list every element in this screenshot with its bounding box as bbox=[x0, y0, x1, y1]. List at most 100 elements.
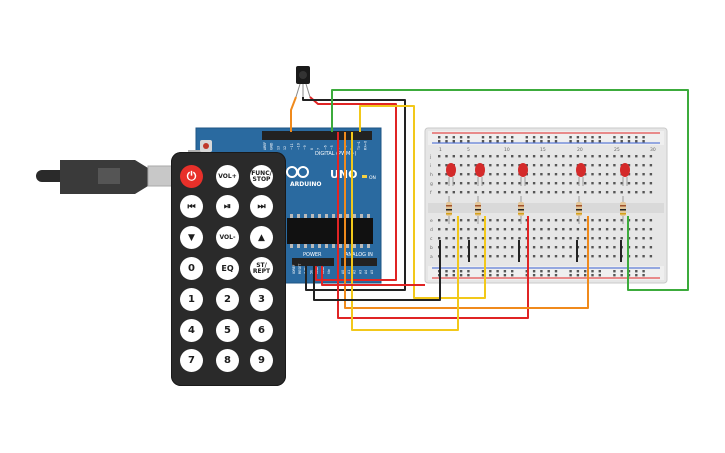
breadboard-hole bbox=[576, 237, 580, 240]
digit-0-button[interactable]: 0 bbox=[180, 257, 203, 280]
breadboard-hole bbox=[511, 191, 514, 194]
breadboard-rail-hole bbox=[459, 136, 463, 139]
breadboard-hole bbox=[481, 255, 485, 258]
breadboard-hole bbox=[562, 173, 565, 176]
breadboard-hole bbox=[642, 246, 645, 249]
breadboard-hole bbox=[613, 237, 616, 240]
breadboard-hole bbox=[547, 191, 550, 194]
breadboard-rail-hole bbox=[511, 270, 514, 273]
pin-label: GND bbox=[270, 142, 274, 150]
breadboard-hole bbox=[605, 255, 609, 258]
digit-2-button[interactable]: 2 bbox=[216, 288, 239, 311]
eq-button[interactable]: EQ bbox=[216, 257, 239, 280]
breadboard-hole bbox=[511, 246, 514, 249]
leds bbox=[446, 163, 630, 186]
row-letter: d bbox=[430, 227, 433, 233]
breadboard-hole bbox=[459, 155, 463, 158]
digit-6-button[interactable]: 6 bbox=[250, 319, 273, 342]
power-button[interactable]: ⏻ bbox=[180, 165, 203, 188]
breadboard-hole bbox=[445, 191, 448, 194]
breadboard-hole bbox=[532, 237, 536, 240]
breadboard-hole bbox=[562, 182, 565, 185]
breadboard-rail-hole bbox=[584, 136, 587, 139]
breadboard-hole bbox=[467, 228, 470, 231]
breadboard-hole bbox=[438, 228, 441, 231]
breadboard-hole bbox=[598, 173, 601, 176]
row-letter: j bbox=[429, 154, 431, 160]
breadboard-hole bbox=[635, 237, 638, 240]
breadboard-hole bbox=[613, 164, 616, 167]
breadboard-hole bbox=[605, 237, 609, 240]
breadboard-rail-hole bbox=[467, 136, 470, 139]
breadboard-hole bbox=[481, 191, 485, 194]
breadboard-hole bbox=[605, 219, 609, 222]
vol-down-button[interactable]: VOL- bbox=[216, 226, 239, 249]
vol-up-button[interactable]: VOL+ bbox=[216, 165, 239, 188]
breadboard-hole bbox=[474, 228, 477, 231]
breadboard-rail-hole bbox=[532, 140, 536, 143]
prev-button[interactable]: ⏮ bbox=[180, 195, 203, 218]
breadboard-rail-hole bbox=[569, 274, 572, 277]
digit-8-button[interactable]: 8 bbox=[216, 349, 239, 372]
breadboard-hole bbox=[591, 237, 594, 240]
digit-4-button[interactable]: 4 bbox=[180, 319, 203, 342]
breadboard-hole bbox=[562, 155, 565, 158]
breadboard-hole bbox=[613, 246, 616, 249]
breadboard-hole bbox=[474, 246, 477, 249]
breadboard-hole bbox=[525, 237, 528, 240]
breadboard-hole bbox=[547, 173, 550, 176]
breadboard-hole bbox=[540, 182, 543, 185]
breadboard-hole bbox=[459, 228, 463, 231]
row-letter: a bbox=[430, 255, 433, 260]
breadboard-rail-hole bbox=[613, 136, 616, 139]
breadboard-hole bbox=[627, 191, 631, 194]
next-button[interactable]: ⏭ bbox=[250, 195, 273, 218]
breadboard-hole bbox=[496, 219, 499, 222]
wire-red-ir bbox=[309, 96, 397, 281]
breadboard-rail-hole bbox=[642, 270, 645, 273]
down-button[interactable]: ▼ bbox=[180, 226, 203, 249]
breadboard-rail-hole bbox=[489, 136, 492, 139]
breadboard-hole bbox=[591, 173, 594, 176]
up-button[interactable]: ▲ bbox=[250, 226, 273, 249]
breadboard-hole bbox=[635, 182, 638, 185]
breadboard-hole bbox=[547, 255, 550, 258]
breadboard-hole bbox=[540, 246, 543, 249]
digit-3-button[interactable]: 3 bbox=[250, 288, 273, 311]
digit-1-button[interactable]: 1 bbox=[180, 288, 203, 311]
digital-header bbox=[262, 131, 372, 140]
breadboard-rail-hole bbox=[452, 136, 455, 139]
breadboard-rail-hole bbox=[576, 274, 580, 277]
breadboard-hole bbox=[569, 173, 572, 176]
row-letter: c bbox=[430, 237, 433, 242]
breadboard-hole bbox=[642, 255, 645, 258]
breadboard-hole bbox=[569, 228, 572, 231]
breadboard-rail-hole bbox=[467, 270, 470, 273]
breadboard-hole bbox=[642, 155, 645, 158]
play-pause-button[interactable]: ⏯ bbox=[216, 195, 239, 218]
breadboard-rail-hole bbox=[591, 140, 594, 143]
breadboard-hole bbox=[605, 228, 609, 231]
breadboard-rail-hole bbox=[554, 136, 558, 139]
ir-receiver bbox=[295, 66, 311, 98]
pin-label: ~6 bbox=[323, 145, 327, 150]
digit-5-button[interactable]: 5 bbox=[216, 319, 239, 342]
breadboard-hole bbox=[525, 228, 528, 231]
func-stop-button[interactable]: FUNC/ STOP bbox=[250, 165, 273, 188]
digit-7-button[interactable]: 7 bbox=[180, 349, 203, 372]
breadboard-rail-hole bbox=[438, 136, 441, 139]
breadboard-hole bbox=[649, 255, 653, 258]
breadboard-hole bbox=[489, 155, 492, 158]
breadboard-rail-hole bbox=[496, 274, 499, 277]
digit-9-button[interactable]: 9 bbox=[250, 349, 273, 372]
breadboard-hole bbox=[532, 246, 536, 249]
breadboard: j i h g f e d c b a 1 5 10 15 20 25 30 bbox=[424, 127, 668, 284]
breadboard-hole bbox=[627, 155, 631, 158]
breadboard-rail-hole bbox=[459, 140, 463, 143]
wire-red-power bbox=[321, 266, 425, 286]
st-rept-button[interactable]: ST/ REPT bbox=[250, 257, 273, 280]
resistor-2 bbox=[475, 196, 481, 224]
breadboard-hole bbox=[474, 155, 477, 158]
breadboard-rail-hole bbox=[547, 136, 550, 139]
